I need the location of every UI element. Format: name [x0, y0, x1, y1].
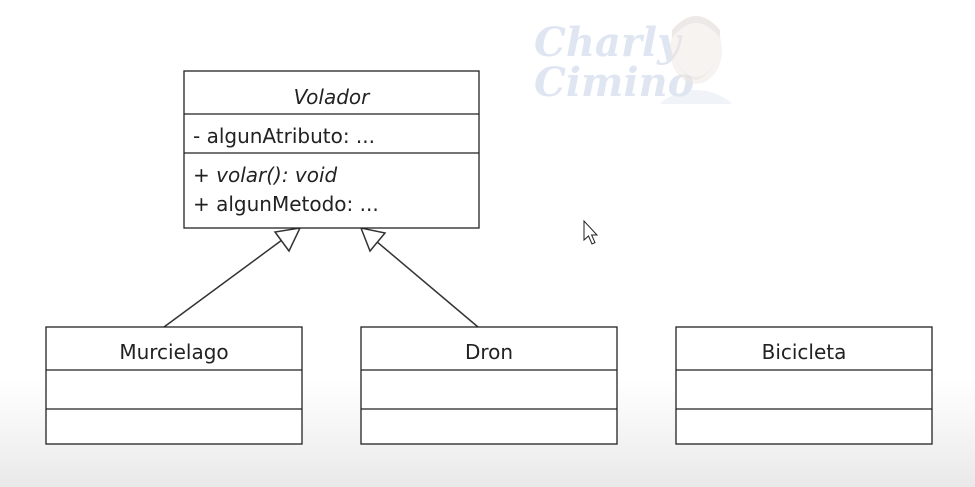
class-volador-name: Volador: [294, 85, 371, 109]
mouse-cursor-icon: [583, 219, 599, 245]
class-volador-method-volar: + volar(): void: [193, 163, 338, 187]
watermark-line-1: Charly: [534, 19, 683, 66]
watermark-avatar-icon: [660, 16, 732, 104]
watermark-logo: Charly Cimino: [534, 16, 732, 106]
class-dron[interactable]: Dron: [360, 326, 618, 445]
class-bicicleta-name: Bicicleta: [762, 340, 847, 364]
realization-murcielago-volador[interactable]: [163, 227, 302, 328]
class-volador[interactable]: Volador - algunAtributo: ... + volar(): …: [183, 70, 480, 229]
watermark-line-2: Cimino: [534, 59, 694, 106]
hollow-triangle-arrowhead: [359, 226, 387, 253]
class-volador-attribute: - algunAtributo: ...: [193, 124, 375, 148]
class-murcielago[interactable]: Murcielago: [45, 326, 303, 445]
hollow-triangle-arrowhead: [273, 227, 302, 253]
class-dron-name: Dron: [465, 340, 513, 364]
class-volador-method-algun: + algunMetodo: ...: [193, 192, 379, 216]
realization-dron-volador[interactable]: [359, 226, 479, 328]
class-murcielago-name: Murcielago: [119, 340, 228, 364]
class-bicicleta[interactable]: Bicicleta: [675, 326, 933, 445]
